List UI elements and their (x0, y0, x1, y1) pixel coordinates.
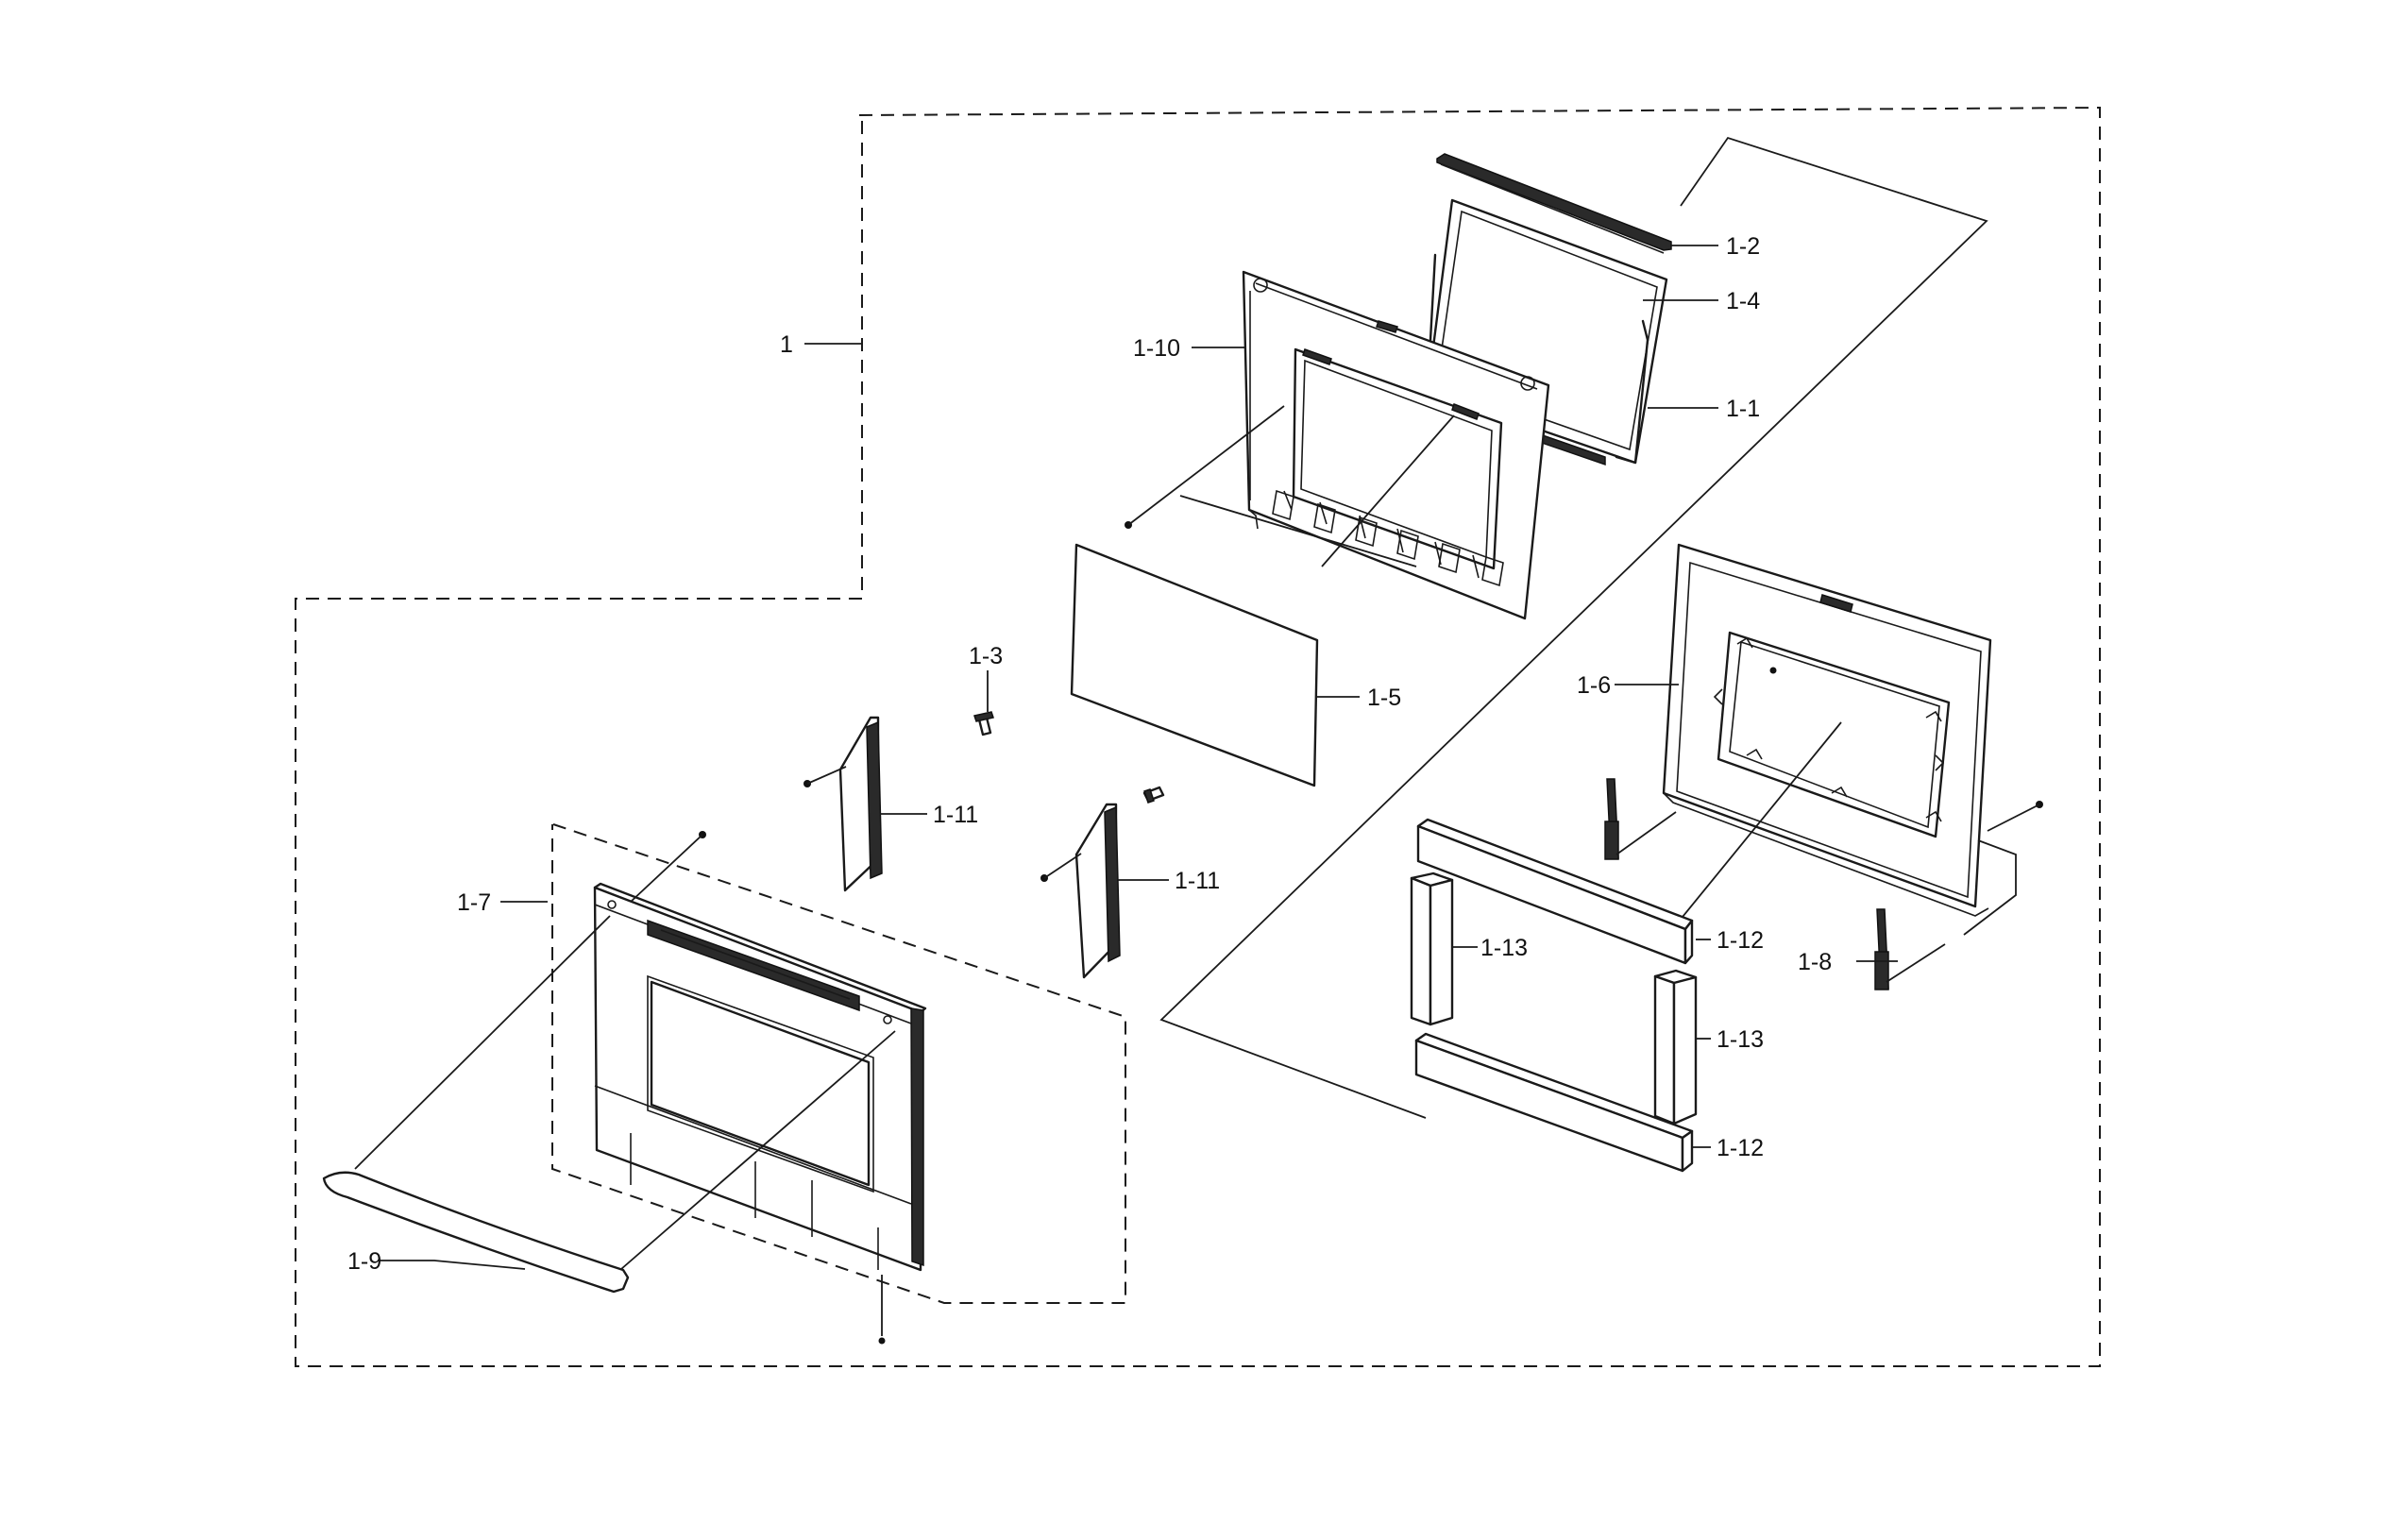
callout-1-2: 1-2 (1726, 233, 1760, 260)
exploded-plane-guide (1159, 136, 1988, 1119)
door-liner (1662, 543, 1992, 917)
screw-guide (1987, 804, 2040, 832)
insulation-side-left (1410, 872, 1454, 1026)
callout-1-8: 1-8 (1798, 949, 1832, 975)
handle-guide (620, 1030, 896, 1270)
callout-1-13-left: 1-13 (1480, 935, 1528, 961)
inner-door-frame (1242, 270, 1550, 620)
screw-dot (878, 1337, 886, 1345)
outer-door-panel (593, 882, 927, 1272)
screw-guide (630, 834, 703, 903)
leader-lines (378, 245, 1898, 1270)
insulation-bottom (1414, 1032, 1694, 1173)
door-handle (322, 1171, 630, 1294)
callout-1-3: 1-3 (969, 643, 1003, 669)
insulation-side-right (1653, 969, 1698, 1125)
callout-1-11-right: 1-11 (1175, 868, 1220, 894)
liner-guide (1661, 721, 1842, 943)
callout-1-5: 1-5 (1367, 685, 1401, 711)
callout-1-4: 1-4 (1726, 288, 1760, 314)
assembly-boundary (295, 106, 2101, 1367)
callout-1-9: 1-9 (347, 1248, 381, 1275)
hinge-bracket-left (803, 716, 883, 892)
callout-1-11-left: 1-11 (933, 802, 978, 828)
callout-1-12-top: 1-12 (1717, 927, 1764, 954)
top-trim-strip (1436, 153, 1672, 254)
handle-guide (354, 915, 611, 1170)
hinge-rod-guide (1963, 839, 2017, 936)
callout-1-6: 1-6 (1577, 672, 1611, 699)
callout-1-7: 1-7 (457, 889, 491, 916)
callout-1-10: 1-10 (1133, 335, 1180, 362)
callout-1-13-right: 1-13 (1717, 1026, 1764, 1053)
screw (1142, 786, 1165, 804)
door-glass-panel (1070, 543, 1319, 787)
outer-door-plane-guide (551, 823, 1126, 1304)
hinge-rod-right (1874, 908, 1946, 990)
hinge-rod-left (1604, 778, 1677, 860)
screw-guide (1179, 495, 1417, 567)
hinge-bracket-right (1040, 803, 1121, 979)
insulation-top (1416, 818, 1694, 965)
screw-guide (1321, 415, 1455, 567)
callout-1-1: 1-1 (1726, 396, 1760, 422)
callout-1: 1 (780, 331, 793, 358)
screw (973, 711, 994, 736)
callout-1-12-bottom: 1-12 (1717, 1135, 1764, 1161)
screw-guide (1127, 405, 1285, 526)
